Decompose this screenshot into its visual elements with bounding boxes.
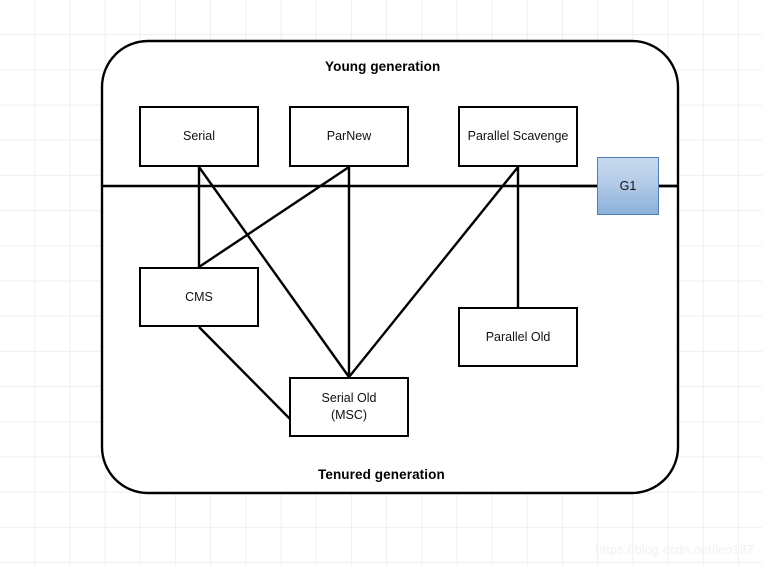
node-cms[interactable]: CMS [139, 267, 259, 327]
node-serial[interactable]: Serial [139, 106, 259, 167]
edge-parnew-cms [198, 166, 350, 268]
node-parnew-label: ParNew [326, 129, 372, 144]
node-parallel-old[interactable]: Parallel Old [458, 307, 578, 367]
tenured-generation-label: Tenured generation [318, 467, 445, 482]
node-parallel-old-label: Parallel Old [485, 329, 551, 344]
edge-parallel-scavenge-serial-old [348, 166, 519, 378]
edge-serial-serial-old [198, 166, 350, 378]
node-serial-old-label-line2: (MSC) [330, 408, 368, 422]
node-parnew[interactable]: ParNew [289, 106, 409, 167]
node-parallel-scavenge-label: Parallel Scavenge [467, 129, 569, 144]
node-parallel-scavenge[interactable]: Parallel Scavenge [458, 106, 578, 167]
young-generation-label: Young generation [325, 59, 441, 74]
node-serial-label: Serial [183, 129, 215, 144]
node-g1[interactable]: G1 [597, 157, 659, 215]
node-g1-label: G1 [619, 179, 637, 193]
edges-group [197, 166, 520, 422]
edge-cms-serial-old [198, 326, 293, 422]
node-serial-old-label-line1: Serial Old [321, 391, 377, 406]
node-serial-old[interactable]: Serial Old (MSC) [289, 377, 409, 437]
watermark: https://blog.csdn.net/leo187 [595, 543, 754, 557]
node-cms-label: CMS [185, 289, 213, 304]
